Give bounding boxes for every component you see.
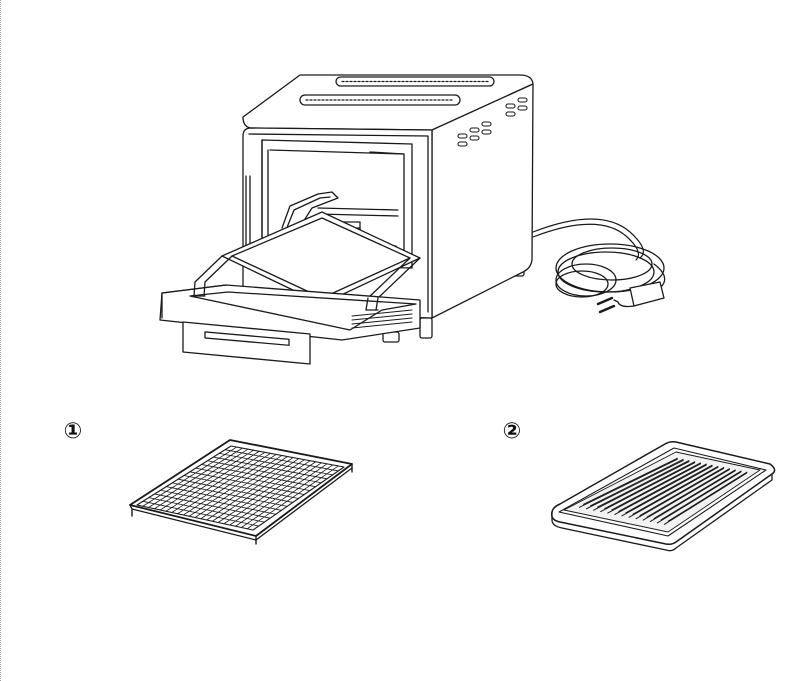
- tray-ridge: [585, 459, 684, 510]
- page-edge-rule: [0, 0, 1, 681]
- tray-ridge: [600, 462, 696, 513]
- tray-ridge: [649, 470, 736, 523]
- rack-wire: [142, 500, 260, 527]
- tray-ridge: [628, 466, 719, 518]
- rack-wire: [207, 460, 322, 484]
- rack-wire: [212, 456, 328, 480]
- tray-ridge: [621, 465, 713, 517]
- tray-ridge: [663, 472, 748, 525]
- baking-tray-icon: [550, 441, 776, 552]
- tray-ridge: [583, 457, 678, 505]
- tray-ridge: [593, 461, 690, 511]
- tray-ridge: [607, 463, 702, 514]
- rack-wire: [183, 475, 299, 499]
- tray-ridge: [611, 462, 702, 511]
- tray-ridge: [632, 465, 719, 515]
- rack-wire: [189, 471, 305, 495]
- tray-ridge: [646, 468, 731, 518]
- rack-wire: [224, 449, 339, 472]
- rack-wire: [218, 452, 334, 476]
- tray-ridge: [639, 467, 725, 517]
- tray-ridge: [642, 469, 730, 521]
- callout-rack: ①: [63, 419, 83, 444]
- tray-ridge: [667, 471, 748, 522]
- tray-ridge: [656, 471, 742, 524]
- rack-wire: [148, 497, 265, 523]
- tray-ridge: [578, 458, 678, 508]
- rack-wire: [154, 493, 271, 519]
- tray-ridge: [614, 464, 707, 515]
- rack-grid: [142, 446, 339, 530]
- rack-wire: [160, 489, 277, 515]
- tray-ridge: [635, 467, 725, 520]
- rack-wire: [195, 467, 311, 492]
- rack-wire: [201, 464, 316, 488]
- tray-ridge: [653, 469, 736, 519]
- wire-rack-icon: [129, 439, 353, 545]
- rack-wire: [171, 482, 288, 507]
- tray-ridge: [597, 460, 690, 508]
- tray-ridge: [618, 463, 707, 512]
- tray-ridge: [660, 470, 742, 521]
- toaster-oven-icon: [159, 74, 534, 365]
- tray-ridge: [590, 458, 684, 507]
- callout-tray: ②: [502, 419, 522, 444]
- tray-ridge: [625, 464, 713, 514]
- tray-ridges: [578, 457, 748, 525]
- rack-wire: [177, 478, 294, 503]
- tray-ridge: [604, 461, 696, 510]
- rack-wire: [165, 486, 282, 511]
- power-cord-icon: [532, 218, 666, 314]
